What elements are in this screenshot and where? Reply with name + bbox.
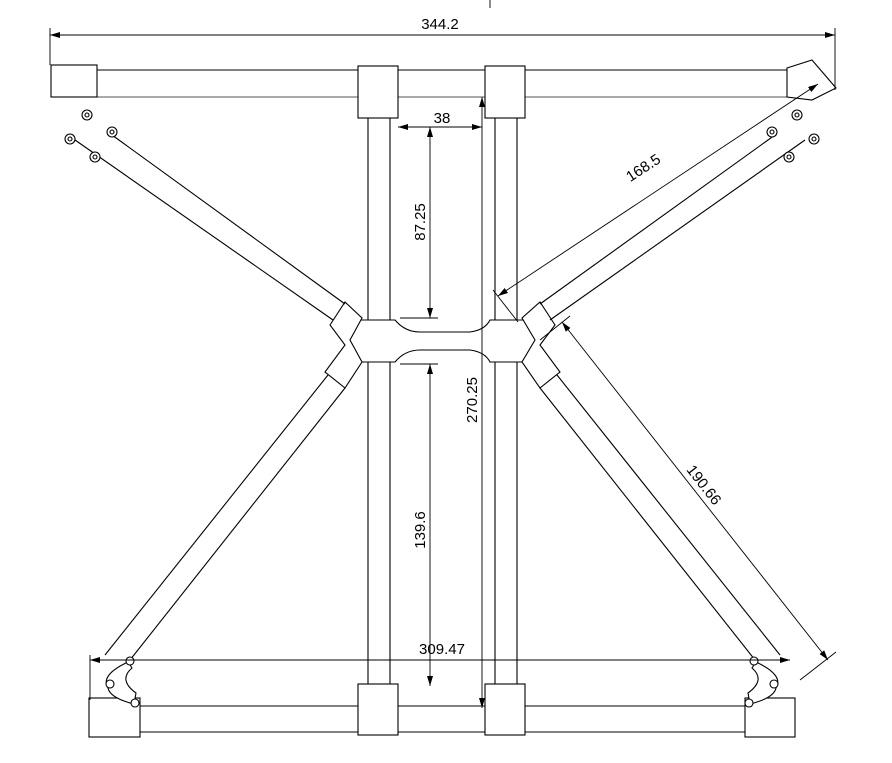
dim-label: 309.47 — [419, 641, 465, 658]
dimension-diagonal-lower: 190.66 — [539, 315, 837, 681]
diagonal-braces — [64, 109, 820, 661]
dimension-overall-width: 344.2 — [49, 16, 836, 90]
top-left-post-block — [357, 65, 399, 119]
dim-label: 168.5 — [623, 151, 664, 186]
dim-label: 344.2 — [421, 16, 459, 33]
dimension-post-gap: 38 — [398, 110, 482, 130]
vertical-posts — [367, 118, 518, 684]
bottom-left-post-block — [357, 683, 399, 736]
bottom-rail — [88, 656, 796, 738]
dim-label: 270.25 — [464, 377, 481, 423]
dim-label: 87.25 — [412, 203, 429, 241]
dimension-upper-post: 87.25 — [400, 127, 438, 319]
bottom-right-corner-block — [744, 697, 796, 738]
dimension-overall-height: 270.25 — [464, 97, 485, 708]
center-cross-connector — [324, 301, 561, 389]
dimension-bottom-width: 309.47 — [89, 641, 790, 700]
dim-label: 139.6 — [412, 511, 429, 549]
dimension-lower-post: 139.6 — [400, 363, 438, 686]
top-left-corner-block — [50, 64, 98, 98]
top-right-corner-block — [786, 59, 837, 101]
dimension-diagonal-upper: 168.5 — [492, 83, 819, 323]
bottom-right-post-block — [484, 683, 526, 736]
top-right-post-block — [484, 65, 526, 119]
dim-label: 38 — [434, 110, 451, 127]
